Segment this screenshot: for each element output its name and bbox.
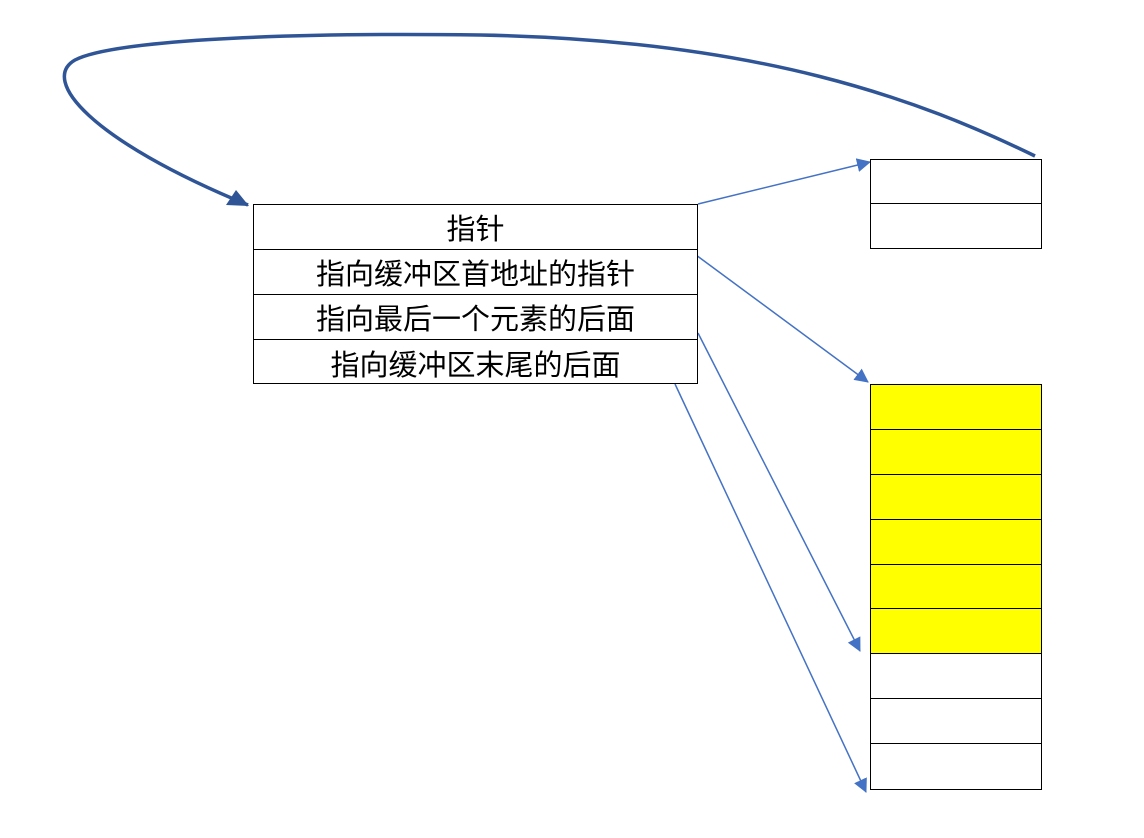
arrow-cap-to-end xyxy=(674,383,867,793)
block-cell xyxy=(871,204,1041,248)
loop-arrow xyxy=(62,32,1036,207)
buffer-cell-filled xyxy=(871,474,1041,520)
buffer-block xyxy=(870,384,1042,790)
buffer-cell-empty xyxy=(871,699,1041,744)
field-last-element: 指向最后一个元素的后面 xyxy=(254,295,697,340)
loop-arrow-head xyxy=(226,190,249,206)
field-pointer: 指针 xyxy=(254,205,697,250)
small-block xyxy=(870,159,1042,249)
field-buffer-end: 指向缓冲区末尾的后面 xyxy=(330,347,621,382)
buffer-cell-filled xyxy=(871,609,1041,655)
field-buffer-begin: 指向缓冲区首地址的指针 xyxy=(254,250,697,295)
arrow-pointer-to-block xyxy=(697,158,871,205)
arrow-end-to-last xyxy=(697,332,861,652)
block-cell xyxy=(871,160,1041,204)
buffer-cell-filled xyxy=(871,429,1041,475)
buffer-cell-filled xyxy=(871,564,1041,610)
buffer-cell-empty xyxy=(871,744,1041,789)
arrow-begin-to-buffer xyxy=(695,254,869,383)
struct-box: 指针 指向缓冲区首地址的指针 指向最后一个元素的后面 指向缓冲区末尾的后面 xyxy=(253,204,698,384)
buffer-cell-filled xyxy=(871,385,1041,430)
buffer-cell-filled xyxy=(871,519,1041,565)
buffer-cell-empty xyxy=(871,654,1041,700)
